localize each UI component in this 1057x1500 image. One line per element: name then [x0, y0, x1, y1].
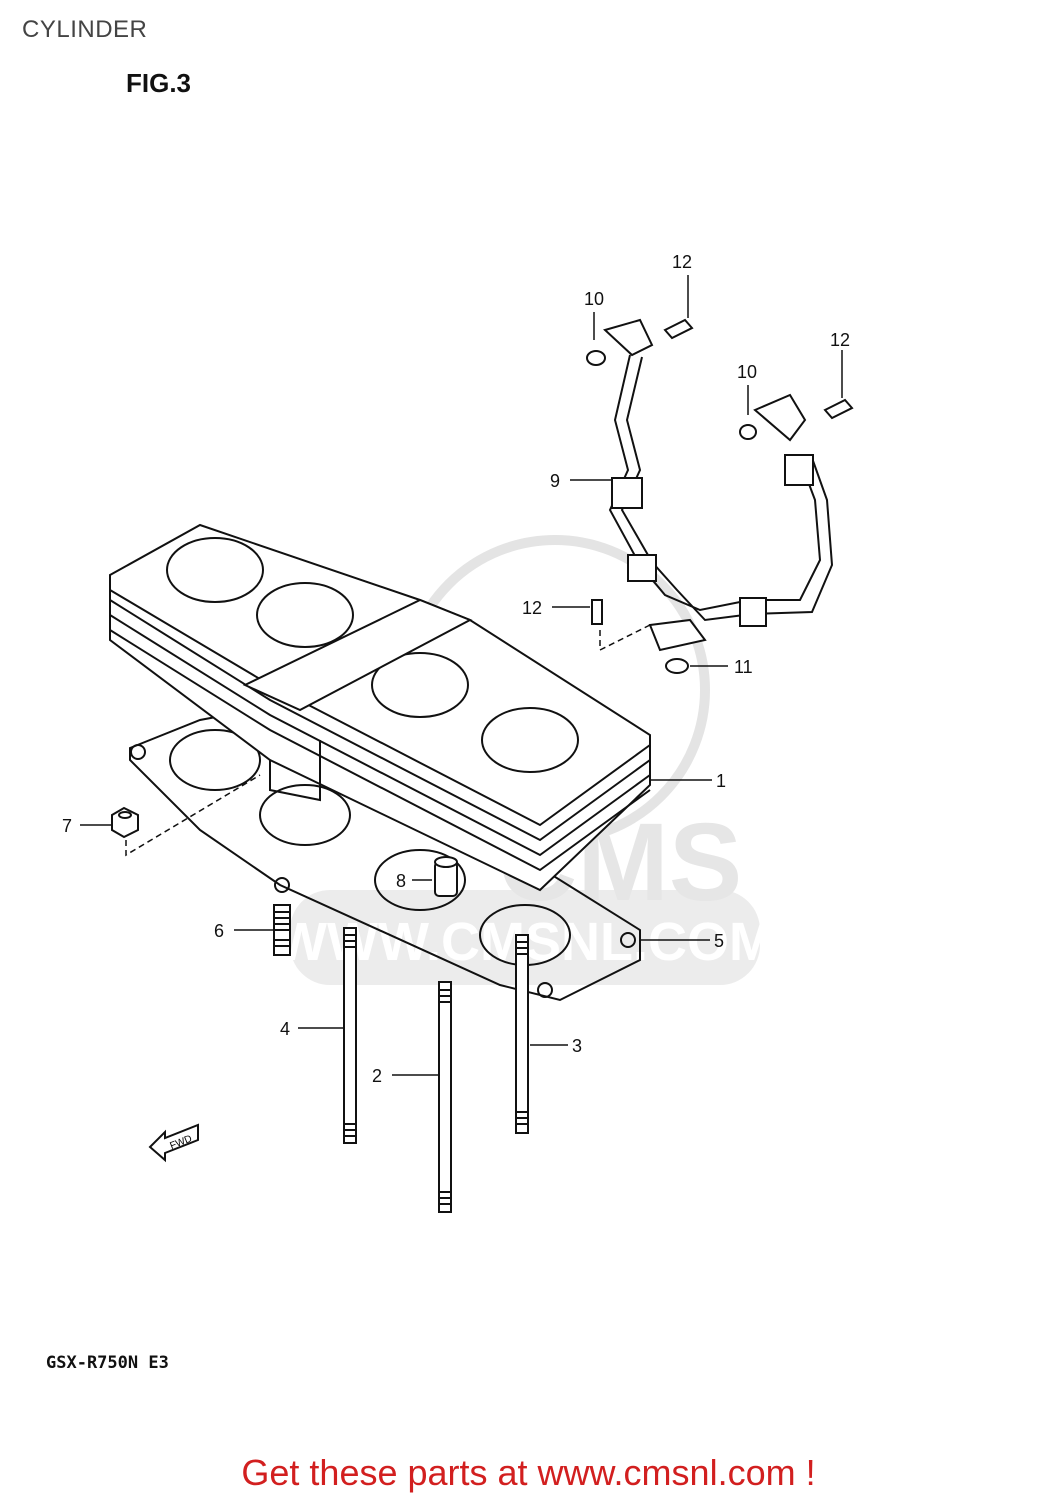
- callout-12-right: 12: [830, 330, 850, 350]
- stud-bolt-3: [515, 934, 529, 1134]
- callout-7: 7: [62, 816, 72, 836]
- cylinder-nut: [111, 806, 139, 839]
- stud-bolt-2: [438, 981, 452, 1213]
- callout-10-right: 10: [737, 362, 757, 382]
- cta-link[interactable]: Get these parts at www.cmsnl.com !: [241, 1452, 816, 1493]
- callout-9: 9: [550, 471, 560, 491]
- cylinder-exploded-diagram: WWW.CMSNL.COM CMS: [62, 252, 854, 1213]
- callout-5: 5: [714, 931, 724, 951]
- callout-4: 4: [280, 1019, 290, 1039]
- leader-lines: [80, 275, 843, 1076]
- page-title: CYLINDER: [22, 16, 148, 43]
- oil-hose: [603, 318, 834, 652]
- callout-11: 11: [734, 657, 753, 677]
- cylinder-block: [109, 523, 651, 892]
- fwd-arrow-icon: FWD: [148, 1123, 199, 1163]
- callout-8: 8: [396, 871, 406, 891]
- callout-6: 6: [214, 921, 224, 941]
- callout-12-lower: 12: [522, 598, 542, 618]
- callout-12-top: 12: [672, 252, 692, 272]
- model-code: GSX-R750N E3: [46, 1353, 169, 1373]
- callout-3: 3: [572, 1036, 582, 1056]
- short-stud: [273, 904, 291, 956]
- callout-1: 1: [716, 771, 726, 791]
- callout-10-left: 10: [584, 289, 604, 309]
- stud-bolt-4: [343, 927, 357, 1144]
- hose-bolts: [591, 318, 854, 625]
- figure-label: FIG.3: [126, 68, 192, 98]
- callout-2: 2: [372, 1066, 382, 1086]
- o-rings: [586, 350, 757, 674]
- dowel-pin: [434, 856, 458, 897]
